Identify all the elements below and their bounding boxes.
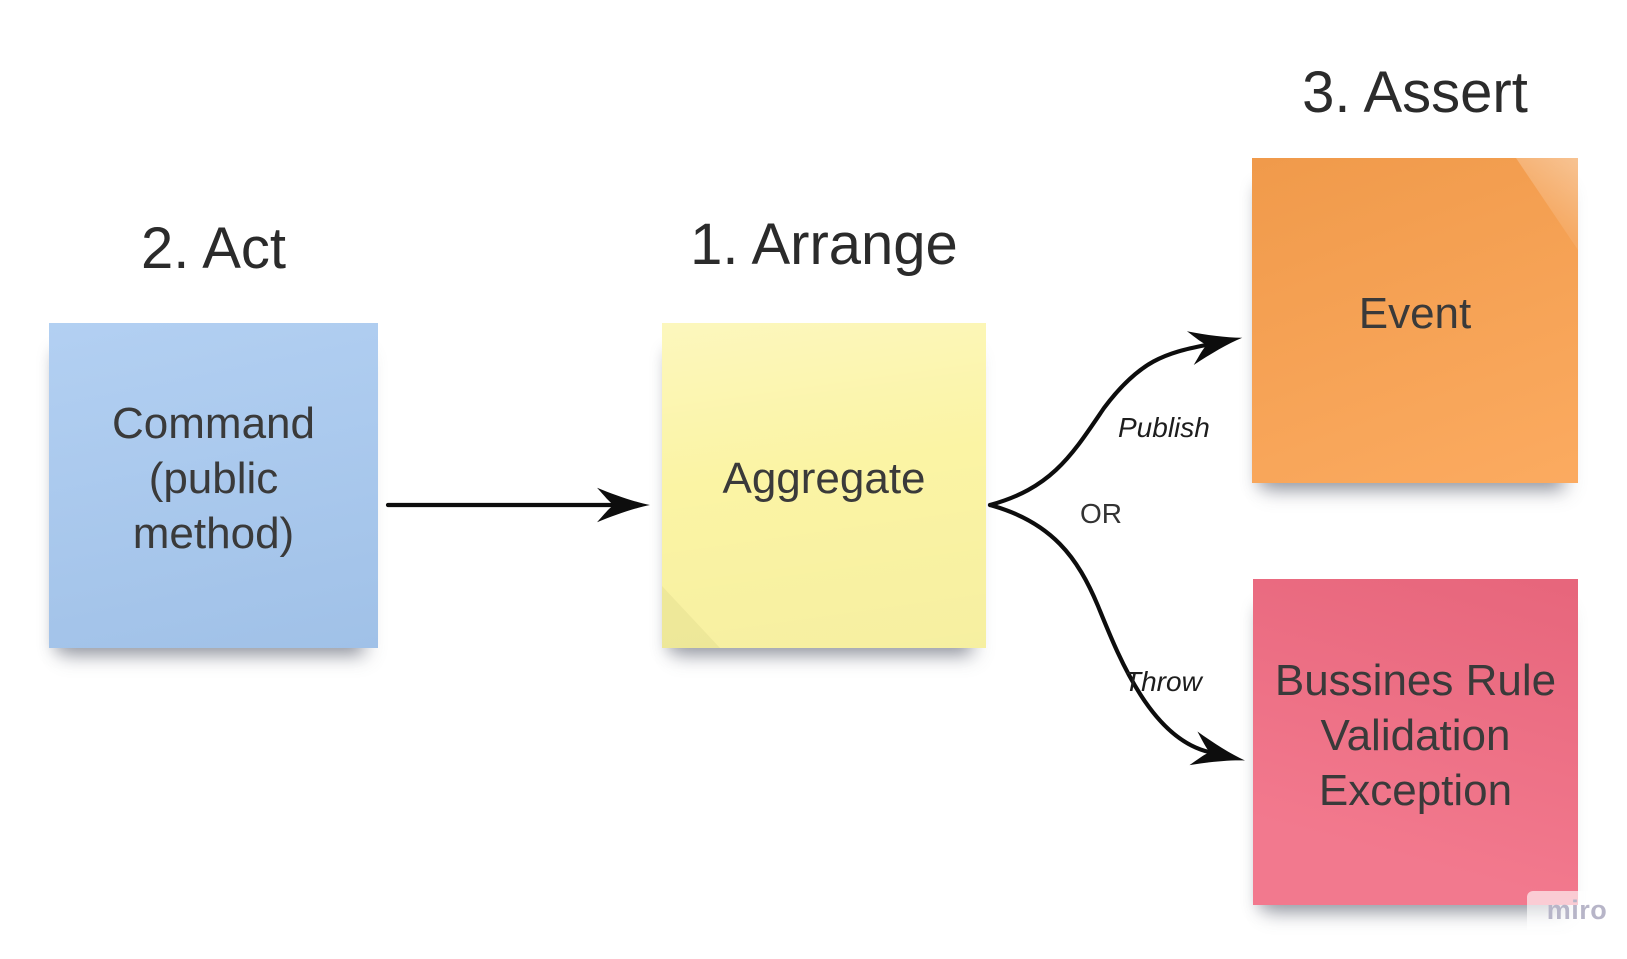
throw-label: Throw — [1124, 666, 1202, 697]
heading-arrange: 1. Arrange — [690, 212, 958, 277]
publish-label: Publish — [1118, 412, 1210, 443]
sticky-note-exception[interactable]: Bussines Rule Validation Exception — [1253, 579, 1578, 905]
sticky-note-aggregate[interactable]: Aggregate — [662, 323, 986, 648]
sticky-note-command-text: Command (public method) — [112, 399, 315, 558]
miro-watermark[interactable]: miro — [1527, 891, 1627, 930]
or-label: OR — [1080, 498, 1122, 529]
sticky-note-command[interactable]: Command (public method) — [49, 323, 378, 648]
sticky-note-event[interactable]: Event — [1252, 158, 1578, 483]
heading-assert: 3. Assert — [1302, 60, 1528, 125]
sticky-note-event-text: Event — [1358, 289, 1472, 338]
miro-watermark-text: miro — [1546, 895, 1608, 925]
heading-act: 2. Act — [140, 216, 287, 281]
sticky-note-aggregate-text: Aggregate — [722, 454, 926, 503]
sticky-note-exception-text: Bussines Rule Validation Exception — [1274, 655, 1557, 815]
arrow-aggregate-to-exception — [987, 502, 1245, 766]
